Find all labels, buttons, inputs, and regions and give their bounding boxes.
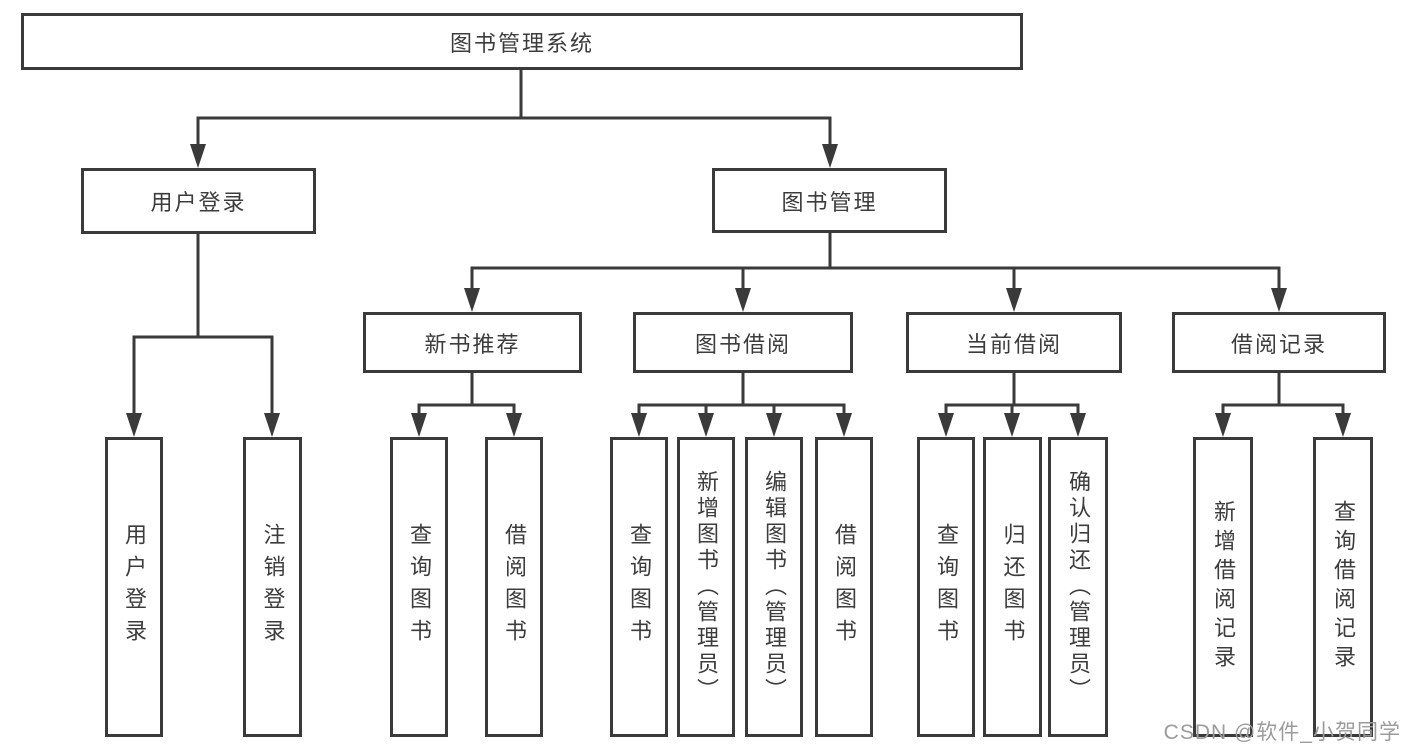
node-new-book-recommendation: 新书推荐 — [363, 312, 582, 373]
leaf-borrow-books-recommend: 借阅图书 — [485, 437, 543, 737]
leaf-edit-books-admin: 编辑图书（管理员） — [745, 437, 803, 737]
leaf-query-borrow-record: 查询借阅记录 — [1313, 437, 1373, 737]
leaf-confirm-return-admin: 确认归还（管理员） — [1048, 437, 1108, 737]
node-label: 图书借阅 — [694, 331, 791, 357]
node-label: 确认归还（管理员） — [1066, 470, 1091, 704]
node-label: 借阅图书 — [502, 523, 527, 651]
node-label: 归还图书 — [1000, 523, 1026, 651]
node-label: 借阅图书 — [832, 523, 857, 651]
leaf-add-borrow-record: 新增借阅记录 — [1193, 437, 1253, 737]
node-current-borrowing: 当前借阅 — [906, 312, 1122, 373]
node-label: 查询图书 — [934, 523, 959, 651]
node-label: 用户登录 — [122, 523, 147, 651]
node-borrowing-records: 借阅记录 — [1172, 312, 1386, 373]
csdn-watermark: CSDN @软件_小贺同学 — [1163, 721, 1401, 744]
leaf-borrow-books-borrowing: 借阅图书 — [815, 437, 873, 737]
node-library-management-system: 图书管理系统 — [21, 13, 1023, 70]
node-book-management: 图书管理 — [712, 168, 947, 233]
node-label: 查询图书 — [407, 523, 432, 651]
node-label: 查询借阅记录 — [1331, 500, 1356, 674]
node-label: 注销登录 — [260, 523, 286, 651]
leaf-query-books-recommend: 查询图书 — [390, 437, 448, 737]
leaf-user-login: 用户登录 — [105, 437, 163, 737]
node-label: 借阅记录 — [1230, 331, 1327, 357]
leaf-logout: 注销登录 — [243, 437, 302, 737]
node-label: 用户登录 — [150, 190, 247, 215]
node-user-login: 用户登录 — [81, 168, 316, 234]
node-label: 新增图书（管理员） — [694, 470, 719, 704]
node-book-borrowing: 图书借阅 — [633, 312, 853, 373]
node-label: 图书管理 — [781, 189, 878, 215]
node-label: 新书推荐 — [424, 331, 521, 357]
node-label: 查询图书 — [627, 523, 652, 651]
leaf-add-books-admin: 新增图书（管理员） — [677, 437, 735, 737]
node-label: 图书管理系统 — [449, 30, 594, 56]
leaf-query-books-borrowing: 查询图书 — [610, 437, 668, 737]
leaf-query-books-current: 查询图书 — [917, 437, 975, 737]
leaf-return-books: 归还图书 — [983, 437, 1042, 737]
node-label: 编辑图书（管理员） — [762, 470, 787, 704]
node-label: 新增借阅记录 — [1211, 500, 1236, 674]
node-label: 当前借阅 — [965, 331, 1062, 357]
